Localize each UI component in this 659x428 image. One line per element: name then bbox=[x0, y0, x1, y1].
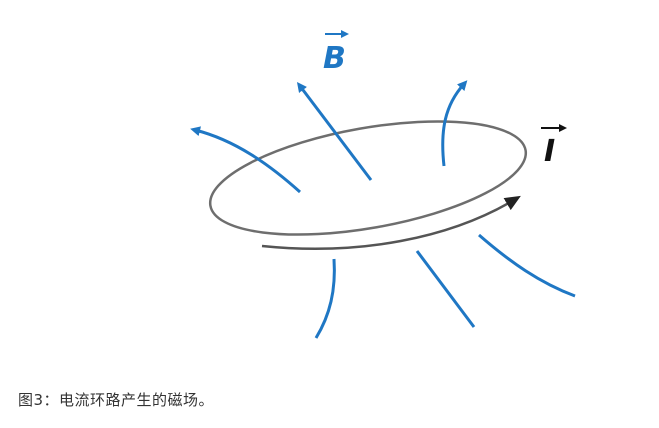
field-line-lower-left bbox=[314, 258, 336, 339]
field-line-center bbox=[296, 82, 373, 181]
field-vector-label: B bbox=[323, 30, 349, 76]
field-line-right bbox=[441, 80, 468, 167]
field-line-lower-center bbox=[415, 250, 476, 328]
current-label-i: I bbox=[544, 134, 555, 169]
diagram-canvas: B I bbox=[190, 30, 576, 339]
current-loop bbox=[208, 120, 528, 236]
field-label-b: B bbox=[323, 41, 346, 76]
figure-caption: 图3：电流环路产生的磁场。 bbox=[18, 391, 215, 409]
magnetic-field-diagram: B I bbox=[190, 30, 576, 339]
field-lines-lower bbox=[314, 233, 576, 339]
field-line-lower-right bbox=[478, 233, 576, 298]
field-lines-upper bbox=[190, 80, 468, 194]
current-direction-arrow bbox=[261, 195, 521, 250]
field-line-left bbox=[190, 126, 302, 194]
current-vector-label: I bbox=[541, 124, 567, 169]
